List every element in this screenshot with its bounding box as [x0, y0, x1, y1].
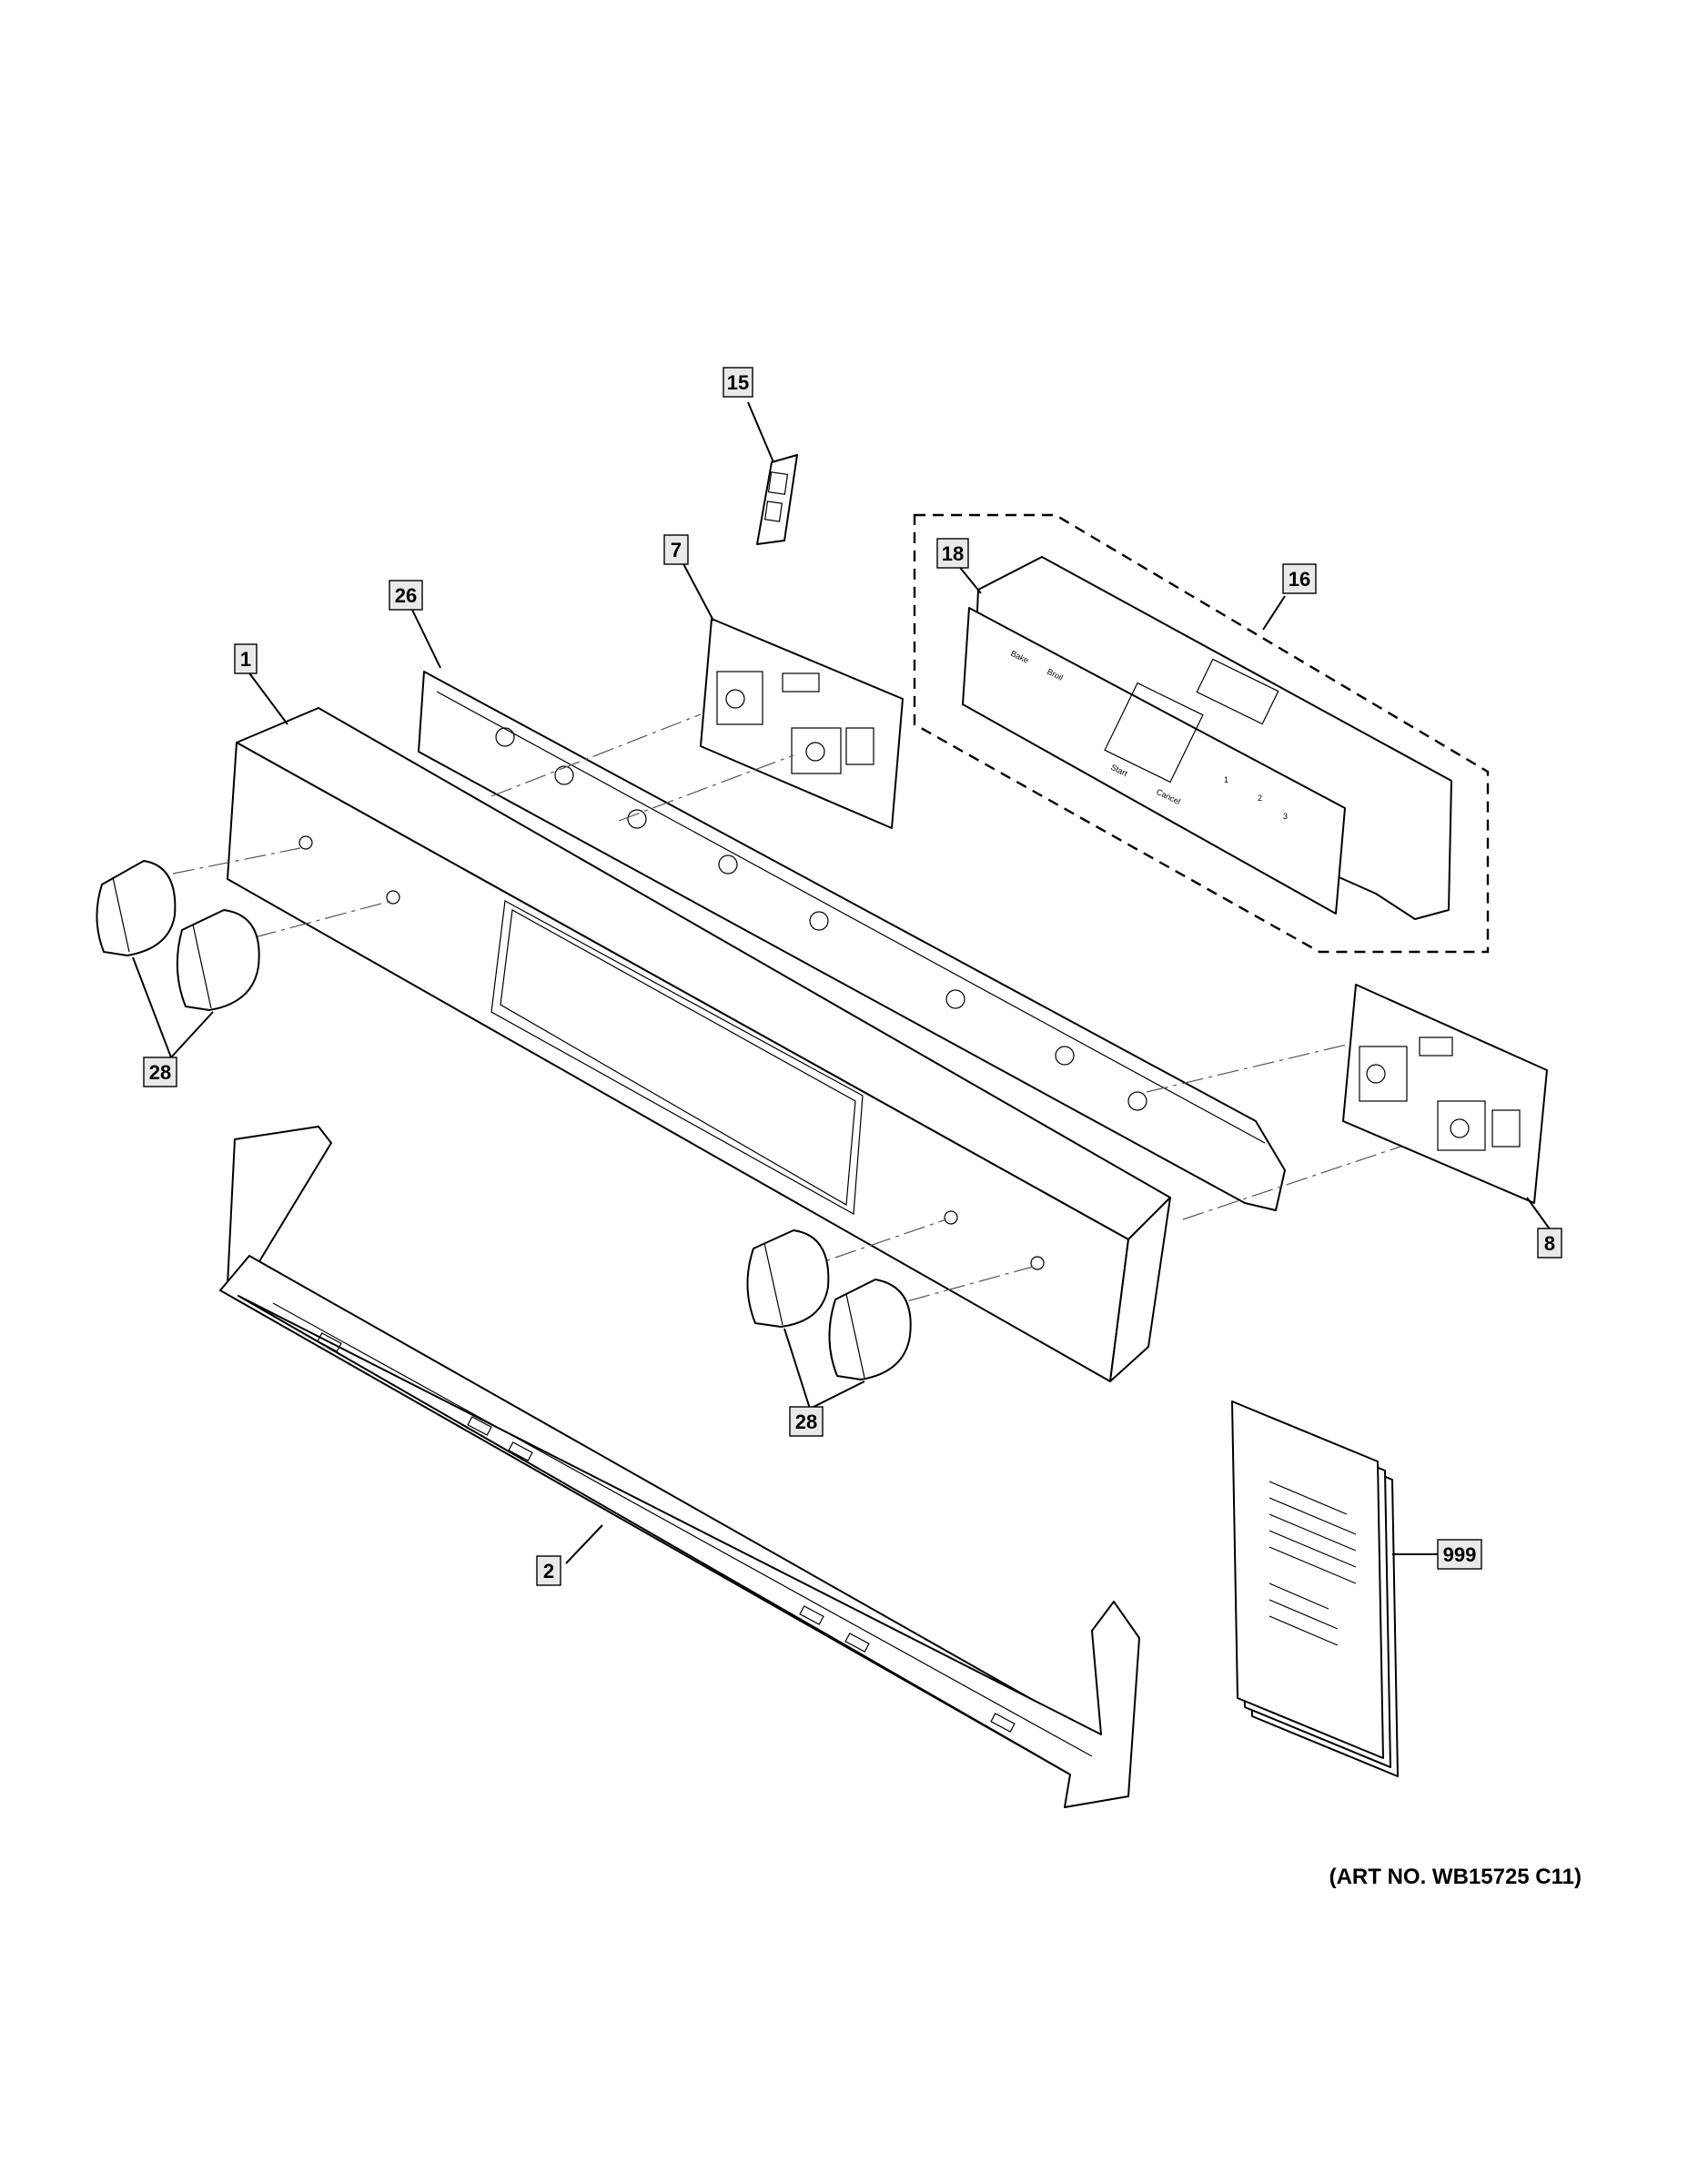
- callout-7: 7: [663, 534, 689, 565]
- callout-8-label: 8: [1544, 1232, 1555, 1255]
- callout-18-label: 18: [942, 542, 964, 565]
- callout-16: 16: [1282, 563, 1317, 594]
- svg-text:3: 3: [1283, 812, 1288, 821]
- part-16-group-outline: [913, 513, 1490, 954]
- callout-2-label: 2: [543, 1560, 554, 1582]
- callout-7-label: 7: [671, 539, 682, 561]
- callout-15-label: 15: [727, 371, 749, 394]
- art-number: (ART NO. WB15725 C11): [1329, 1865, 1582, 1889]
- part-8-board: [1342, 984, 1548, 1204]
- callout-16-label: 16: [1289, 568, 1310, 591]
- callout-1-label: 1: [240, 648, 251, 671]
- callout-28-left-label: 28: [149, 1061, 171, 1084]
- callout-1: 1: [234, 643, 258, 674]
- part-26-bracket: [418, 671, 1286, 1211]
- callout-2: 2: [536, 1555, 561, 1586]
- callout-26: 26: [389, 580, 423, 611]
- callout-8: 8: [1537, 1228, 1562, 1259]
- callout-15: 15: [723, 367, 753, 398]
- part-28-knobs-left: [96, 860, 260, 1011]
- part-15-board: [756, 454, 798, 545]
- callout-999-label: 999: [1443, 1543, 1477, 1566]
- callout-28-left: 28: [143, 1057, 177, 1087]
- callout-26-label: 26: [395, 584, 417, 607]
- part-16-control-panel: Bake Broil Start Cancel 1 2 3: [962, 556, 1452, 920]
- part-1-backsplash: [227, 707, 1171, 1382]
- callout-28-right-label: 28: [795, 1410, 817, 1433]
- part-999-manual: [1231, 1400, 1399, 1777]
- callout-999: 999: [1437, 1539, 1482, 1570]
- callout-18: 18: [936, 538, 969, 569]
- part-28-knobs-right: [746, 1229, 912, 1380]
- part-2-trim: [219, 1126, 1140, 1808]
- part-7-board: [700, 618, 904, 829]
- svg-text:1: 1: [1224, 775, 1228, 784]
- callout-28-right: 28: [789, 1406, 824, 1437]
- svg-text:2: 2: [1258, 794, 1262, 803]
